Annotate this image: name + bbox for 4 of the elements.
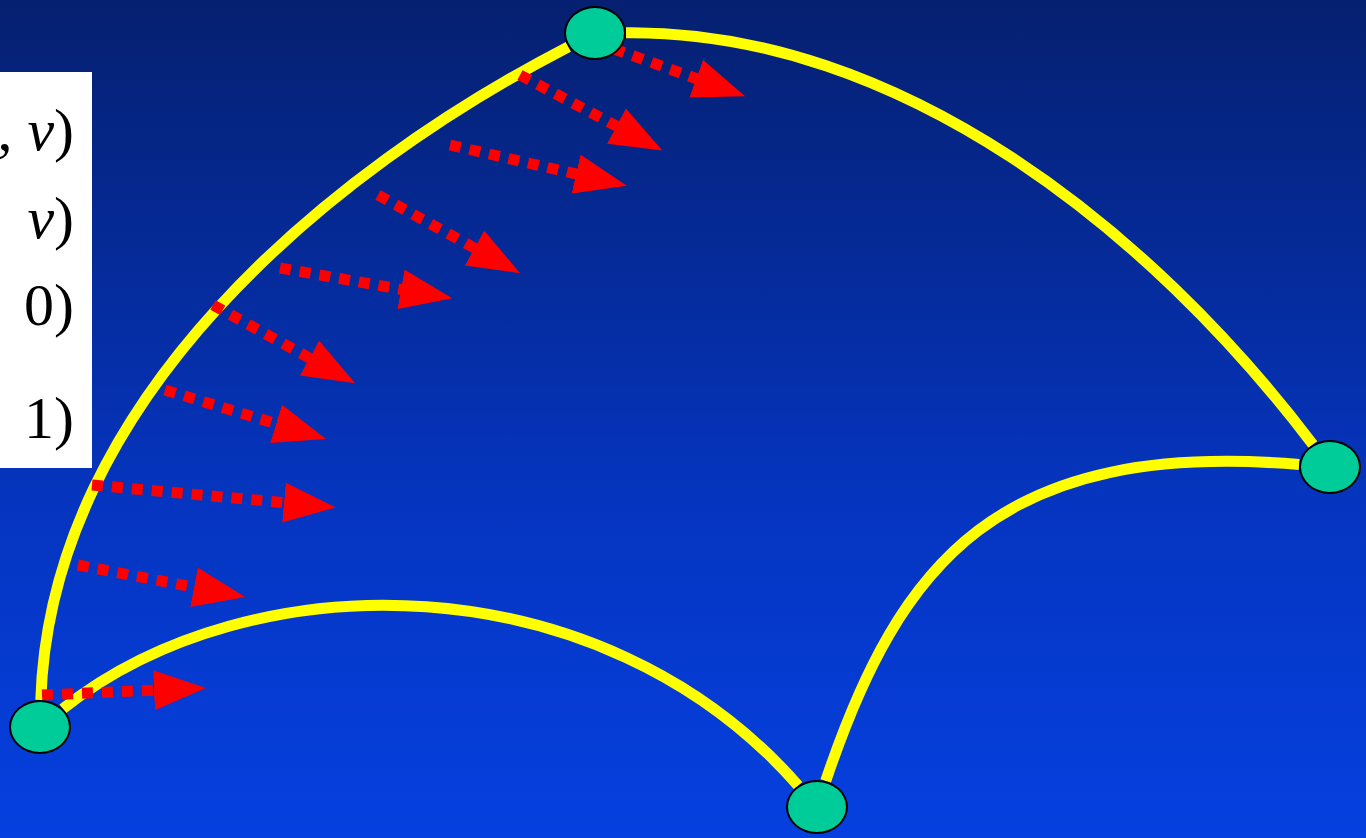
curve-edge — [820, 455, 1300, 783]
curve-edge — [35, 41, 571, 701]
curve-edge — [59, 600, 803, 790]
curve-edge — [625, 27, 1318, 448]
